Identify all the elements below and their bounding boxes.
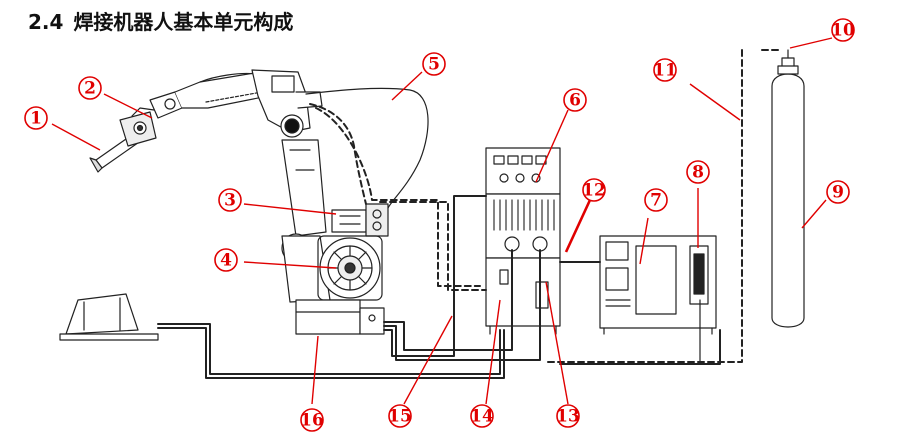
callout-2: 2 — [78, 76, 102, 100]
callout-number: 10 — [831, 21, 855, 41]
callout-circle — [826, 180, 850, 204]
callout-12: 12 — [582, 178, 606, 202]
callout-15: 15 — [388, 404, 412, 428]
section-title: 焊接机器人基本单元构成 — [73, 10, 294, 34]
wire-spool-area — [281, 233, 383, 303]
callout-circle — [831, 18, 855, 42]
leader-lines — [51, 37, 833, 405]
callout-number: 3 — [224, 191, 236, 211]
callout-10: 10 — [831, 18, 855, 42]
leader-4 — [243, 261, 337, 269]
water-cooler — [599, 235, 717, 335]
callout-number: 11 — [653, 61, 677, 81]
callout-6: 6 — [563, 88, 587, 112]
callout-circle — [653, 58, 677, 82]
welding-torch — [89, 107, 157, 173]
callout-number: 15 — [388, 407, 412, 427]
robot-wrist — [149, 71, 269, 119]
callout-circle — [563, 88, 587, 112]
callout-7: 7 — [644, 188, 668, 212]
callout-number: 16 — [300, 411, 324, 431]
section-heading: 2.4 焊接机器人基本单元构成 — [28, 6, 293, 35]
leader-3 — [243, 203, 337, 215]
callout-circle — [644, 188, 668, 212]
callout-number: 13 — [556, 407, 580, 427]
callout-3: 3 — [218, 188, 242, 212]
callout-circle — [556, 404, 580, 428]
callout-circle — [582, 178, 606, 202]
leader-10 — [789, 37, 833, 49]
leader-15 — [403, 315, 453, 405]
callout-number: 14 — [470, 407, 494, 427]
callout-number: 6 — [569, 91, 581, 111]
leader-14 — [485, 299, 501, 405]
leader-5 — [391, 71, 423, 101]
welding-power-source — [485, 147, 561, 335]
callout-number: 8 — [692, 163, 704, 183]
leader-12 — [564, 199, 592, 253]
callout-circle — [214, 248, 238, 272]
callout-16: 16 — [300, 408, 324, 432]
leader-9 — [801, 199, 827, 229]
leader-16 — [311, 335, 319, 405]
leader-2 — [103, 93, 153, 119]
gas-cylinder — [771, 49, 805, 328]
callout-9: 9 — [826, 180, 850, 204]
callout-13: 13 — [556, 404, 580, 428]
wire-feeder — [331, 203, 389, 237]
callout-circle — [218, 188, 242, 212]
callout-number: 12 — [582, 181, 606, 201]
callout-circle — [686, 160, 710, 184]
robot-upper-body — [251, 69, 327, 237]
callout-1: 1 — [24, 106, 48, 130]
leader-7 — [639, 217, 649, 265]
callout-8: 8 — [686, 160, 710, 184]
cable-harness — [157, 49, 779, 379]
callout-4: 4 — [214, 248, 238, 272]
callout-14: 14 — [470, 404, 494, 428]
leader-1 — [51, 123, 101, 151]
leader-13 — [545, 281, 569, 405]
callout-circle — [422, 52, 446, 76]
callout-number: 5 — [428, 55, 440, 75]
robot-base — [295, 299, 385, 335]
callout-circle — [78, 76, 102, 100]
callout-circle — [24, 106, 48, 130]
robot-positioner — [59, 293, 159, 341]
callout-circle — [300, 408, 324, 432]
callout-number: 1 — [30, 109, 42, 129]
callout-5: 5 — [422, 52, 446, 76]
section-number: 2.4 — [28, 10, 64, 34]
callout-number: 7 — [650, 191, 662, 211]
callout-number: 4 — [220, 251, 232, 271]
callout-circle — [470, 404, 494, 428]
leader-6 — [535, 109, 569, 183]
callout-number: 2 — [84, 79, 96, 99]
leader-11 — [689, 83, 741, 121]
callout-11: 11 — [653, 58, 677, 82]
callout-number: 9 — [832, 183, 844, 203]
callout-circle — [388, 404, 412, 428]
